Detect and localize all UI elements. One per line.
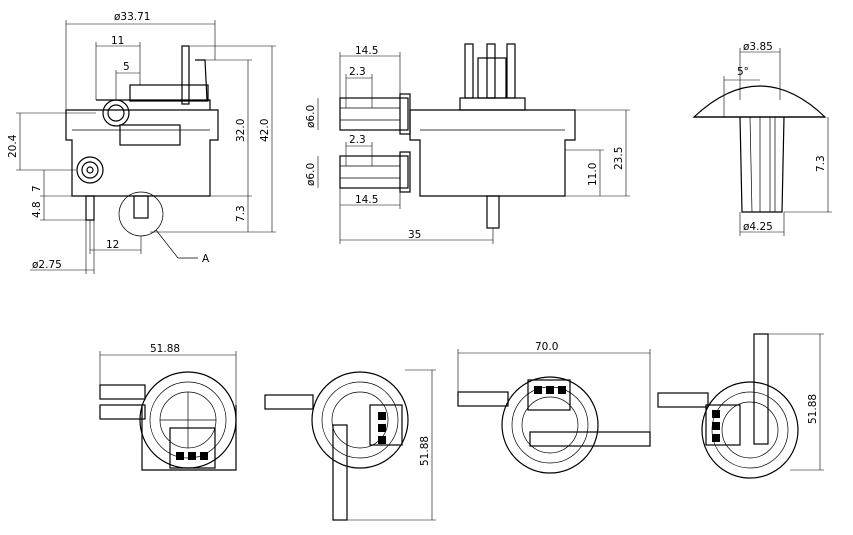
dim-overall-diameter: ø33.71 (114, 11, 150, 23)
dim-pipe-length-bottom: 14.5 (355, 194, 378, 206)
dim-cap-height: 7.3 (815, 155, 827, 172)
front-view: 14.5 2.3 ø6.0 2.3 ø6.0 14.5 35 11.0 23.5 (305, 43, 630, 244)
dim-total-35: 35 (408, 229, 421, 241)
dim-height-7: 7 (31, 185, 43, 192)
bottom-view-3: 70.0 (457, 341, 651, 474)
dim-pipe-length-top: 14.5 (355, 45, 378, 57)
dim-bottom-w1: 51.88 (150, 343, 180, 355)
dim-pin-diameter: ø2.75 (32, 259, 62, 271)
dim-width-12: 12 (106, 239, 119, 251)
dim-height-20-4: 20.4 (7, 134, 19, 158)
dim-height-32: 32.0 (235, 119, 247, 142)
dim-bottom-h2: 51.88 (419, 436, 431, 466)
dim-pipe-dia-top: ø6.0 (305, 105, 317, 128)
dim-height-23-5: 23.5 (613, 147, 625, 170)
dim-pipe-dia-bottom: ø6.0 (305, 163, 317, 186)
dim-pipe-inner-bottom: 2.3 (349, 134, 366, 146)
bottom-view-1: 51.88 (99, 343, 237, 471)
bottom-view-4: 51.88 (657, 333, 824, 479)
dim-pipe-inner-top: 2.3 (349, 66, 366, 78)
dim-height-7-3-a: 7.3 (235, 205, 247, 222)
dim-width-5: 5 (123, 61, 130, 73)
side-view: A ø33.71 11 5 20.4 32.0 42.0 7.3 7 4.8 (7, 11, 276, 274)
dim-cap-base: ø4.25 (743, 221, 773, 233)
dim-bottom-h4: 51.88 (807, 394, 819, 424)
detail-label: A (202, 253, 210, 265)
dim-height-11: 11.0 (587, 163, 599, 186)
bottom-view-2: 51.88 (264, 369, 436, 521)
cap-detail-view: ø3.85 5° 7.3 ø4.25 (692, 41, 832, 236)
dim-bottom-w3: 70.0 (535, 341, 558, 353)
dim-cap-angle: 5° (737, 66, 749, 78)
dim-width-11: 11 (111, 35, 124, 47)
dim-cap-diameter: ø3.85 (743, 41, 773, 53)
dim-height-4-8: 4.8 (31, 201, 43, 218)
dim-height-42: 42.0 (259, 119, 271, 142)
